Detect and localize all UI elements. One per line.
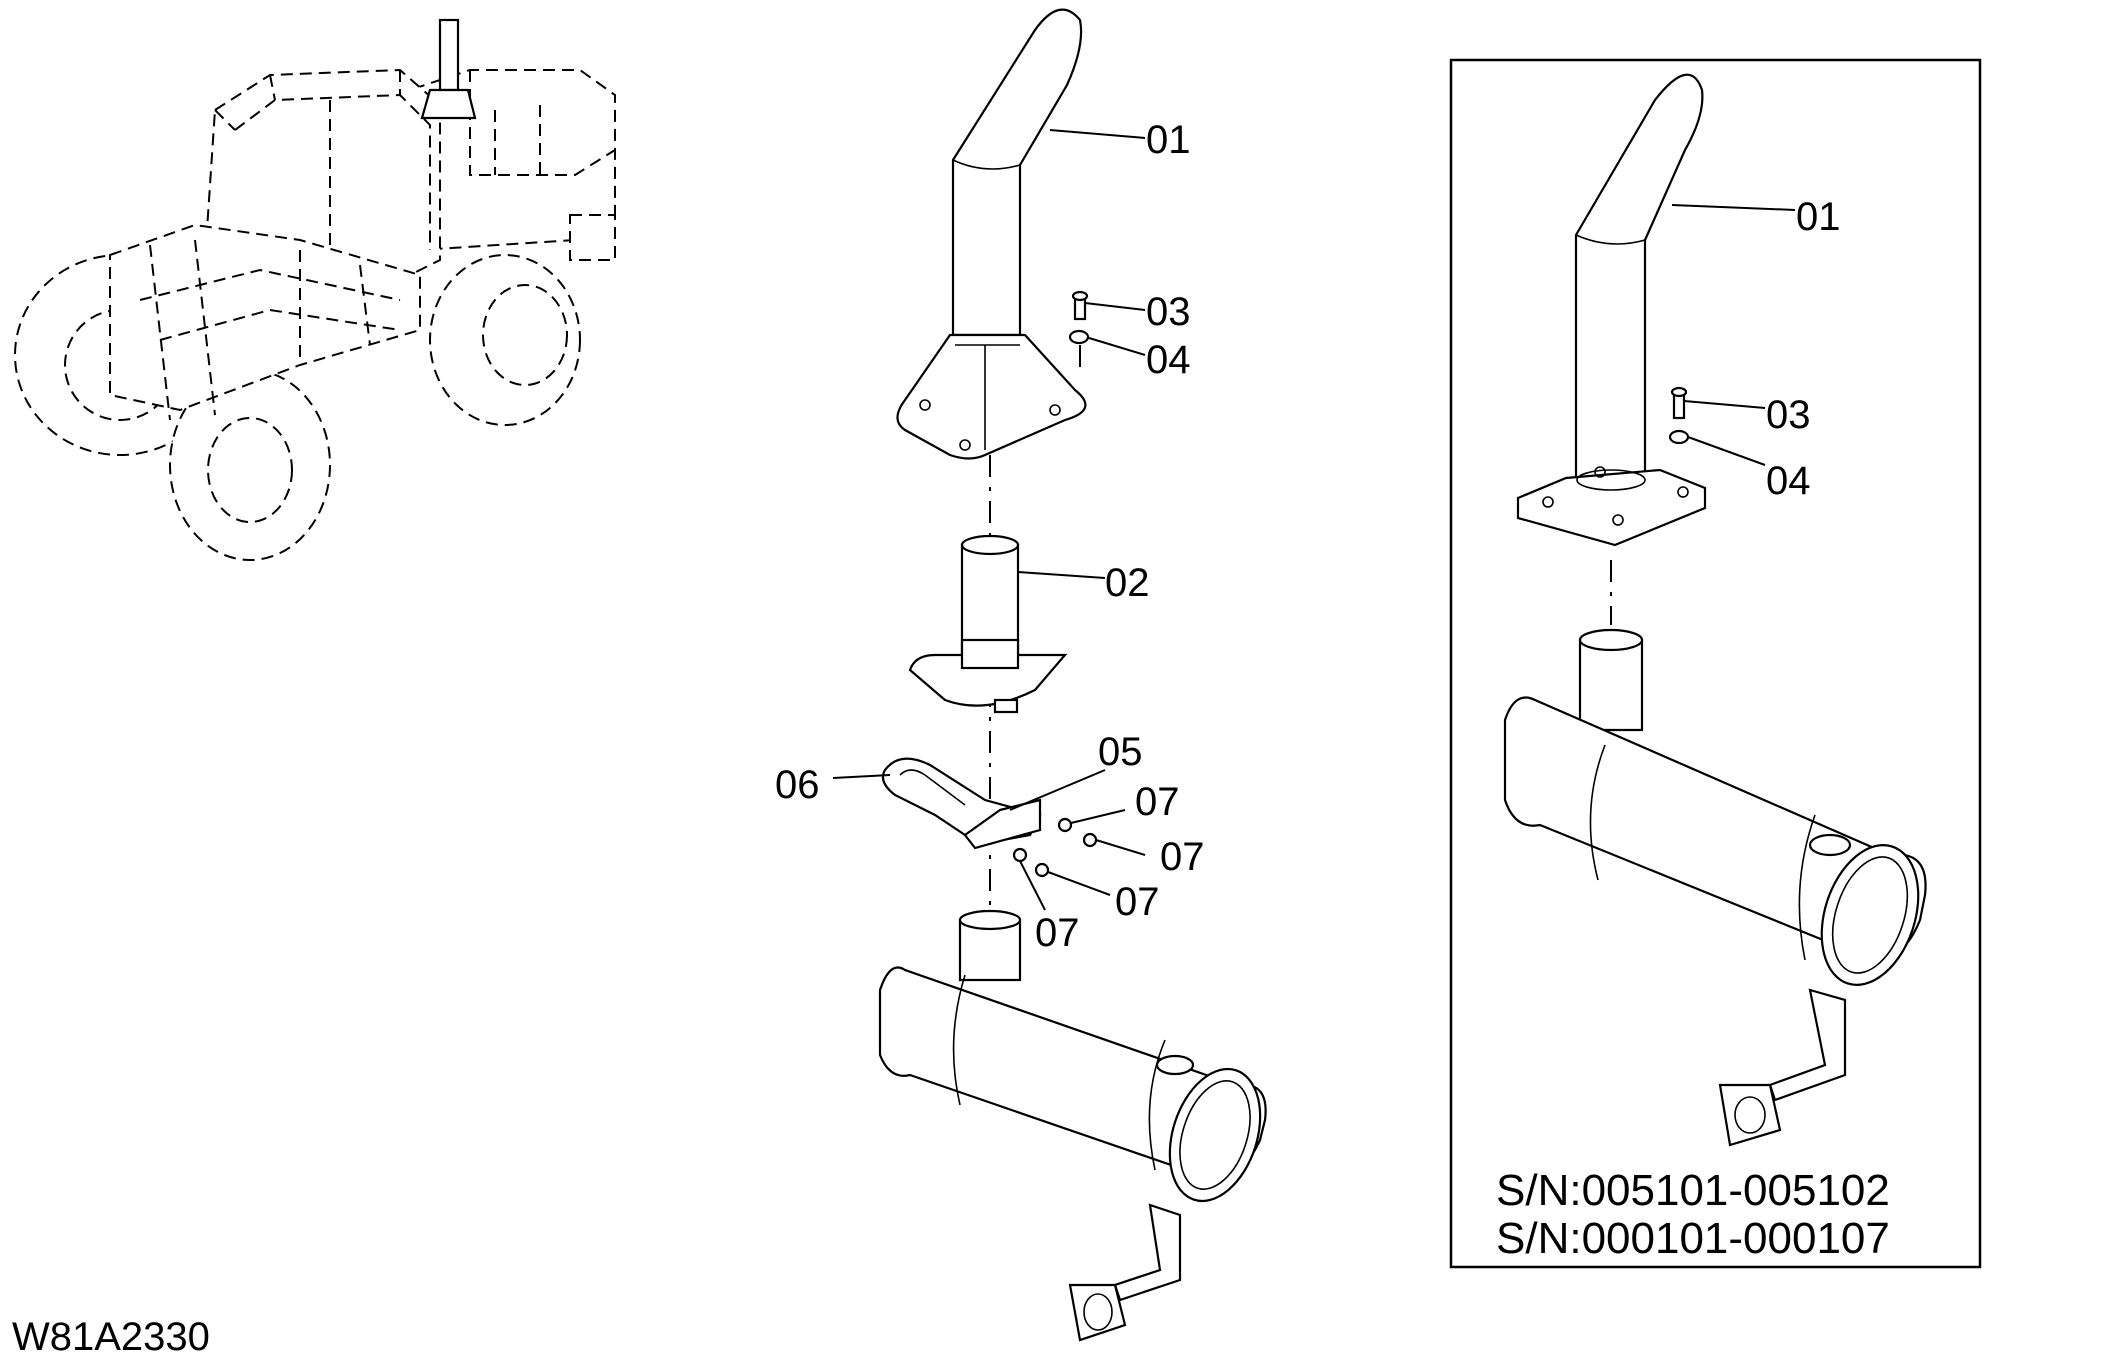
nut-icon — [1012, 817, 1098, 878]
drawing-code: W81A2330 — [12, 1315, 210, 1359]
inset-muffler-icon — [1503, 628, 1927, 1147]
pipe-plate-icon — [908, 534, 1068, 714]
inset-callout-01: 01 — [1796, 195, 1841, 239]
inset-bolt-icon — [1668, 386, 1690, 445]
callout-04: 04 — [1146, 338, 1191, 382]
callout-07: 07 — [1035, 911, 1080, 955]
callout-05: 05 — [1098, 730, 1143, 774]
gasket-icon — [881, 757, 1042, 850]
inset-callout-04: 04 — [1766, 459, 1811, 503]
inset-callout-leaders — [1671, 204, 1796, 466]
inset-callout-03: 03 — [1766, 393, 1811, 437]
callout-01: 01 — [1146, 118, 1191, 162]
inset-exhaust-stack-icon — [1516, 73, 1707, 547]
callout-03: 03 — [1146, 290, 1191, 334]
serial-number-range-2: S/N:000101-000107 — [1496, 1214, 1890, 1263]
serial-number-range-1: S/N:005101-005102 — [1496, 1166, 1890, 1215]
wheel-loader-locator-icon — [14, 18, 616, 561]
bolt-icon — [1071, 290, 1089, 321]
callout-06: 06 — [775, 763, 820, 807]
washer-icon — [1068, 329, 1090, 345]
inset-frame — [1449, 58, 1982, 1269]
callout-07: 07 — [1115, 880, 1160, 924]
callout-leaders — [832, 129, 1146, 911]
muffler-icon — [878, 909, 1267, 1342]
exhaust-stack-icon — [896, 8, 1087, 460]
callout-07: 07 — [1160, 835, 1205, 879]
callout-07: 07 — [1135, 780, 1180, 824]
callout-02: 02 — [1105, 561, 1150, 605]
